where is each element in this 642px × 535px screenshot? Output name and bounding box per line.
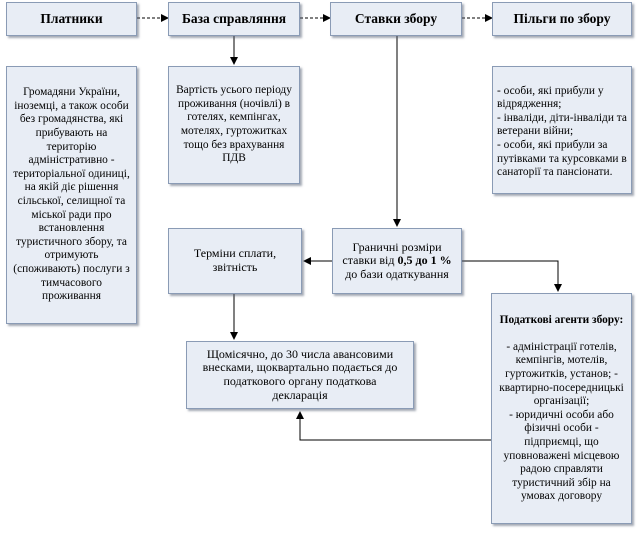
rate-limits-line2-prefix: ставки від <box>342 253 398 268</box>
arrow-agents-to-payment <box>296 411 491 441</box>
tax-agents-box: Податкові агенти збору: - адміністрації … <box>491 293 632 524</box>
rate-limits-line1: Граничні розміри <box>352 239 442 254</box>
header-rates: Ставки збору <box>330 2 462 36</box>
header-payers-label: Платники <box>40 11 103 26</box>
payers-box: Громадяни України, іноземці, а також осо… <box>6 66 137 324</box>
terms-box: Терміни сплати, звітність <box>168 228 302 294</box>
rate-limits-line2: ставки від 0,5 до 1 % <box>342 253 452 268</box>
header-base-label: База справляння <box>181 11 287 26</box>
benefits-box: - особи, які прибули у відрядження; - ін… <box>492 66 632 194</box>
rate-limits-box: Граничні розміри ставки від 0,5 до 1 % д… <box>332 228 462 294</box>
header-benefits-label: Пільги по збору <box>513 11 611 26</box>
rate-limits-line3: до бази одаткування <box>345 266 449 281</box>
payers-text: Громадяни України, іноземці, а також осо… <box>13 86 130 303</box>
header-rates-label: Ставки збору <box>354 11 438 26</box>
benefits-text: - особи, які прибули у відрядження; - ін… <box>497 84 627 179</box>
tax-agents-title: Податкові агенти збору: <box>499 313 624 326</box>
header-base: База справляння <box>168 2 300 36</box>
arrow-rates-to-agents <box>462 260 562 292</box>
header-payers: Платники <box>6 2 137 36</box>
payment-text: Щомісячно, до 30 числа авансовими внеска… <box>202 346 398 402</box>
payment-box: Щомісячно, до 30 числа авансовими внеска… <box>186 341 414 409</box>
terms-text: Терміни сплати, звітність <box>193 246 277 274</box>
base-box: Вартість усього періоду проживання (ночі… <box>168 66 300 184</box>
tax-agents-body: - адміністрації готелів, кемпінгів, моте… <box>499 340 624 503</box>
header-benefits: Пільги по збору <box>492 2 632 36</box>
base-text: Вартість усього періоду проживання (ночі… <box>176 84 292 165</box>
rate-limits-line2-bold: 0,5 до 1 % <box>397 253 452 268</box>
